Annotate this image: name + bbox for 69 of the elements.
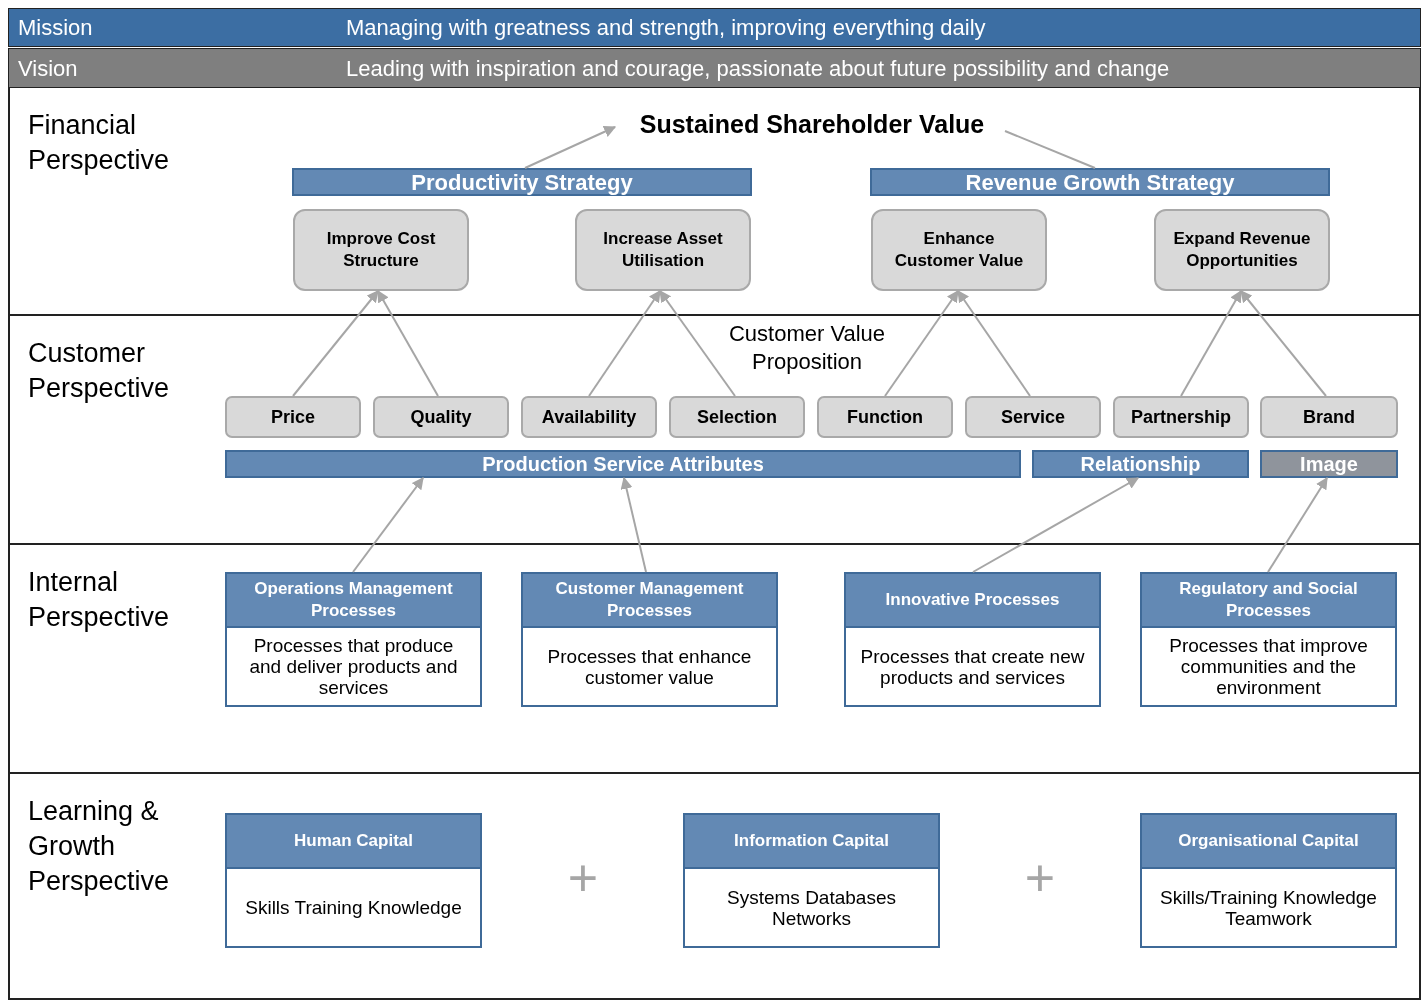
objective-box: Improve Cost Structure [293, 209, 469, 291]
process-card [844, 572, 1101, 707]
attribute-box: Quality [373, 396, 509, 438]
banner-row [8, 48, 1421, 88]
arrow [524, 126, 617, 169]
perspective-band [8, 316, 1421, 545]
card-header: Regulatory and Social Processes [1142, 574, 1395, 628]
arrow [620, 476, 647, 573]
arrow [292, 290, 379, 397]
perspective-band [8, 545, 1421, 774]
perspective-title: Financial Perspective [28, 109, 171, 177]
card-body: Processes that create new products and services [859, 644, 1086, 690]
attribute-box: Function [817, 396, 953, 438]
perspective-title: Learning & Growth Perspective [28, 795, 171, 898]
process-card [1140, 813, 1397, 948]
objective-box: Increase Asset Utilisation [575, 209, 751, 291]
card-body: Systems Databases Networks [726, 885, 897, 931]
banner-row [8, 8, 1421, 47]
row-statement: Managing with greatness and strength, improving everything daily [346, 14, 986, 42]
row-title: Vision [17, 54, 79, 83]
card-header: Information Capital [685, 815, 938, 869]
card-body: Processes that improve communities and the environment [1168, 634, 1369, 700]
attribute-box: Selection [669, 396, 805, 438]
process-card [1140, 572, 1397, 707]
arrow [659, 290, 736, 397]
arrow [1240, 290, 1327, 397]
row-statement: Leading with inspiration and courage, passionate about future possibility and change [346, 54, 1170, 83]
strategy-bar: Relationship [1032, 450, 1249, 478]
section-heading: Customer Value Proposition [727, 320, 887, 376]
objective-box: Enhance Customer Value [871, 209, 1047, 291]
card-header: Human Capital [227, 815, 480, 869]
process-card [521, 572, 778, 707]
card-header: Innovative Processes [846, 574, 1099, 628]
perspective-band [8, 774, 1421, 1000]
arrow [972, 477, 1140, 573]
card-body: Processes that enhance customer value [546, 644, 753, 690]
arrow [957, 290, 1031, 397]
arrow [1180, 289, 1242, 397]
process-card [225, 572, 482, 707]
card-body: Processes that produce and deliver products and services [248, 634, 459, 700]
goal-text: Sustained Shareholder Value [617, 108, 1007, 142]
arrow [377, 289, 439, 397]
process-card [225, 813, 482, 948]
card-header: Organisational Capital [1142, 815, 1395, 869]
card-body: Skills/Training Knowledge Teamwork [1159, 885, 1378, 931]
perspective-title: Customer Perspective [28, 337, 171, 405]
plus-sign: + [566, 852, 600, 904]
card-body: Skills Training Knowledge [244, 896, 463, 920]
attribute-box: Partnership [1113, 396, 1249, 438]
perspective-band [8, 88, 1421, 316]
attribute-box: Service [965, 396, 1101, 438]
process-card [683, 813, 940, 948]
arrow [588, 290, 661, 397]
strategy-bar: Production Service Attributes [225, 450, 1021, 478]
attribute-box: Availability [521, 396, 657, 438]
strategy-bar: Image [1260, 450, 1398, 478]
plus-sign: + [1023, 852, 1057, 904]
card-header: Operations Management Processes [227, 574, 480, 628]
strategy-bar: Productivity Strategy [292, 168, 752, 196]
arrow [884, 290, 959, 397]
row-title: Mission [17, 14, 94, 42]
arrow [352, 477, 424, 573]
objective-box: Expand Revenue Opportunities [1154, 209, 1330, 291]
arrow [1267, 477, 1328, 573]
attribute-box: Brand [1260, 396, 1398, 438]
perspective-title: Internal Perspective [28, 566, 171, 634]
card-header: Customer Management Processes [523, 574, 776, 628]
attribute-box: Price [225, 396, 361, 438]
strategy-bar: Revenue Growth Strategy [870, 168, 1330, 196]
